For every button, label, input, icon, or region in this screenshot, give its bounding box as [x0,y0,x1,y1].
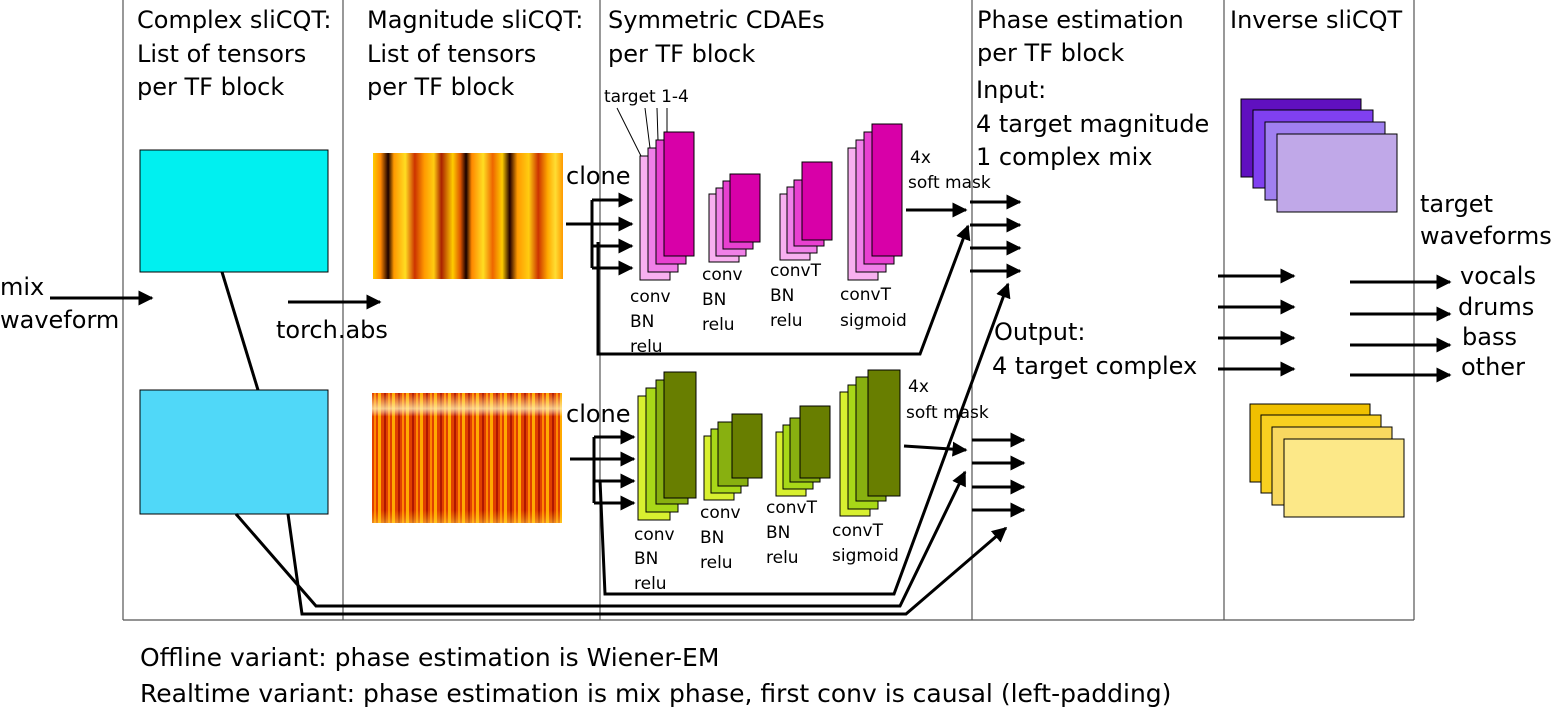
phase-arrows-top [970,194,1022,279]
cdae-bottom-layer-2 [703,413,763,501]
layer-label-top-4: convT sigmoid [840,285,907,331]
magnitude-sliCQT-title: Magnitude sliCQT: List of tensors per TF… [367,6,591,101]
phase-output-label: Output: 4 target complex [992,318,1197,380]
target-output-arrows [1350,274,1452,383]
complex-block-top [139,149,329,273]
phase-estimation-title: Phase estimation per TF block [977,6,1191,67]
cdae-top-layer-1 [639,131,695,281]
target-name-other: other [1461,353,1525,381]
cdae-top-layer-2 [708,173,761,263]
magnitude-spectrogram-top [373,153,563,279]
target-name-vocals: vocals [1460,262,1536,290]
target-name-drums: drums [1458,293,1534,321]
target-name-bass: bass [1462,323,1517,351]
cdae-bottom-layer-4 [839,369,901,517]
cdae-top-layer-4 [847,123,903,281]
inverse-input-arrows [1218,268,1296,377]
layer-label-top-3: convT BN relu [770,261,826,331]
cdae-bottom-layer-1 [637,371,697,521]
target-pointer-lines [616,107,668,159]
soft-mask-label-top: 4x soft mask [908,148,991,193]
torch-abs-label: torch.abs [276,316,388,344]
phase-arrows-bottom [972,432,1026,518]
layer-label-bottom-3: convT BN relu [766,498,822,568]
mix-waveform-label: mix waveform [0,273,119,334]
phase-input-label: Input: 4 target magnitude 1 complex mix [976,76,1217,171]
layer-label-bottom-1: conv BN relu [634,525,680,594]
clone-label-top: clone [566,162,631,190]
cdae-bottom-layer-3 [775,405,831,497]
complex-block-bottom [139,389,329,515]
clone-label-bottom: clone [566,400,631,428]
cdae-top-layer-3 [779,161,833,261]
inverse-sliCQT-title: Inverse sliCQT [1230,6,1403,34]
layer-label-bottom-4: convT sigmoid [832,521,899,566]
complex-sliCQT-title: Complex sliCQT: List of tensors per TF b… [137,6,339,101]
target-1-4-label: target 1-4 [604,87,689,107]
footnote-offline: Offline variant: phase estimation is Wie… [140,643,719,672]
inverse-purple-stack [1240,98,1398,213]
cdae-title: Symmetric CDAEs per TF block [608,6,832,68]
column-frame [122,0,1415,621]
soft-mask-label-bottom: 4x soft mask [906,377,989,423]
layer-label-bottom-2: conv BN relu [700,503,746,573]
mix-skip-paths [220,224,1011,616]
inverse-yellow-stack [1249,403,1405,518]
footnote-realtime: Realtime variant: phase estimation is mi… [140,679,1171,708]
magnitude-spectrogram-bottom [372,393,562,523]
mask-arrow-bottom [903,441,968,457]
layer-label-top-1: conv BN relu [630,287,676,357]
target-waveforms-label: target waveforms [1420,190,1552,250]
layer-label-top-2: conv BN relu [702,265,748,335]
